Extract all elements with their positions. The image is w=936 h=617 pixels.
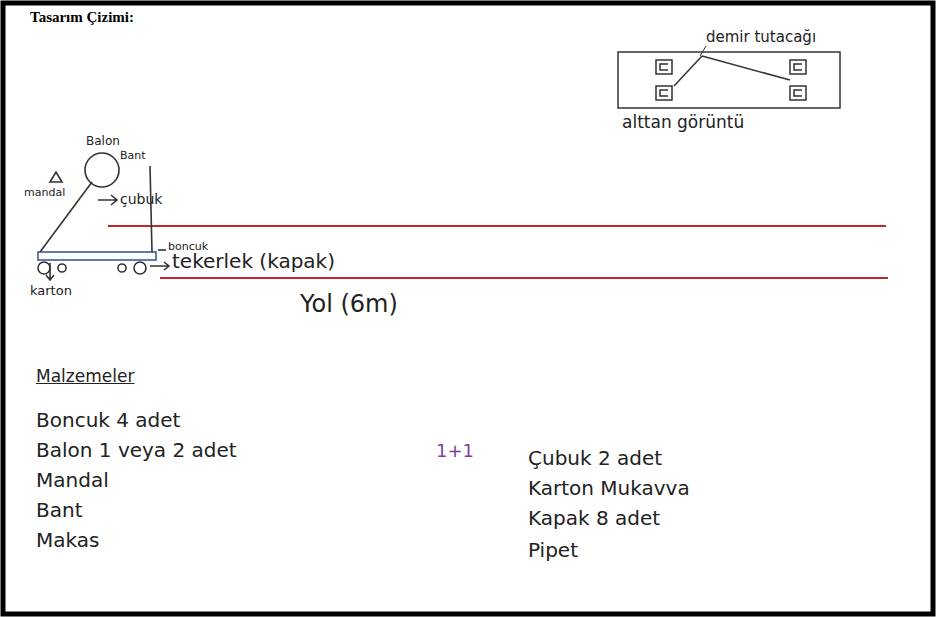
part-label: çubuk — [120, 191, 162, 208]
part-label: tekerlek (kapak) — [172, 249, 335, 273]
part-label: Bant — [120, 149, 146, 162]
sheet-title: Tasarım Çizimi: — [30, 8, 134, 26]
part-label: karton — [30, 283, 72, 299]
material-item: Karton Mukavva — [528, 476, 690, 500]
view-label: alttan görüntü — [622, 112, 744, 132]
material-item: Boncuk 4 adet — [36, 408, 180, 432]
material-item: Pipet — [528, 538, 578, 562]
part-label: demir tutacağı — [706, 28, 816, 46]
list-heading: Malzemeler — [36, 366, 134, 386]
road-line — [108, 225, 886, 227]
note: 1+1 — [436, 440, 474, 462]
material-item: Kapak 8 adet — [528, 506, 660, 530]
material-item: Çubuk 2 adet — [528, 446, 662, 470]
material-item: Bant — [36, 498, 83, 522]
material-item: Makas — [36, 528, 99, 552]
road-label: Yol (6m) — [300, 290, 398, 319]
road-line — [160, 277, 888, 279]
material-item: Mandal — [36, 468, 109, 492]
car-sketch — [38, 153, 169, 280]
part-label: Balon — [86, 134, 120, 148]
page-frame — [3, 3, 933, 614]
material-item: Balon 1 veya 2 adet — [36, 438, 237, 462]
bottom-view — [618, 46, 840, 108]
part-label: mandal — [24, 186, 65, 199]
